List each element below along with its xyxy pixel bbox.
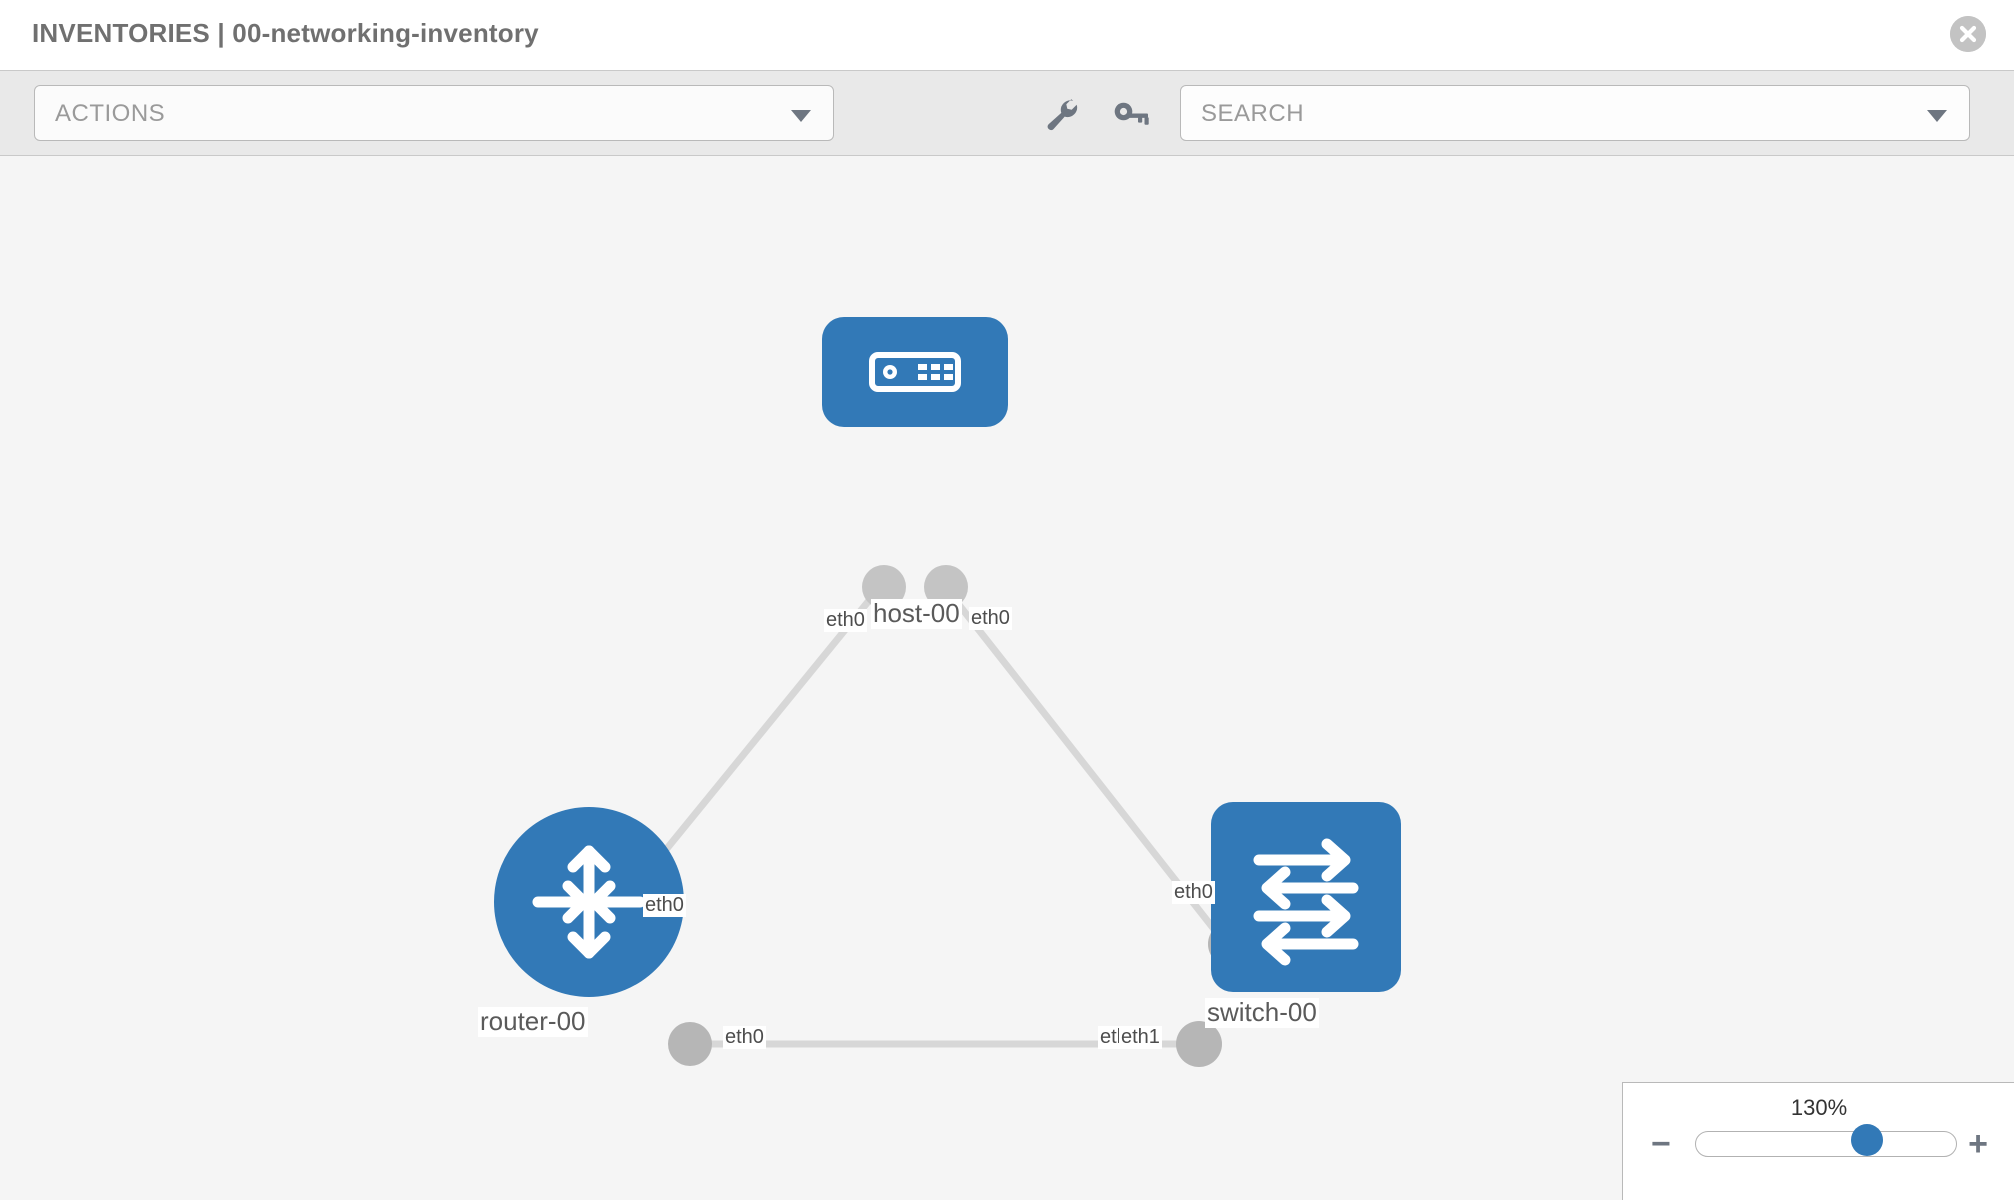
- edge-label-switch-left: eth1: [1119, 1026, 1162, 1049]
- connector-switch-left: [1176, 1021, 1222, 1067]
- node-switch-00-shape: [1211, 802, 1401, 992]
- zoom-level-value: 130%: [1790, 1095, 1848, 1120]
- node-router-00[interactable]: router-00: [478, 807, 684, 1037]
- node-switch-00[interactable]: switch-00: [1205, 802, 1401, 1028]
- connector-host-left: [862, 565, 906, 609]
- connector-host-right: [924, 565, 968, 609]
- zoom-in-button[interactable]: +: [1968, 1125, 1988, 1163]
- search-placeholder: SEARCH: [1201, 100, 1305, 127]
- edge-label-host-left: eth0: [824, 609, 867, 632]
- server-icon: [869, 352, 961, 392]
- wrench-icon[interactable]: [1043, 97, 1085, 133]
- node-switch-00-label: switch-00: [1205, 997, 1319, 1028]
- page-header: INVENTORIES | 00-networking-inventory: [0, 0, 2014, 70]
- actions-dropdown[interactable]: ACTIONS: [34, 85, 834, 141]
- close-icon[interactable]: [1950, 16, 1986, 52]
- zoom-control-panel: 130% − +: [1622, 1082, 2014, 1200]
- toolbar: ACTIONS SEARCH: [0, 70, 2014, 156]
- zoom-out-button[interactable]: −: [1651, 1125, 1671, 1163]
- node-host-00[interactable]: host-00: [822, 317, 1008, 629]
- actions-dropdown-label: ACTIONS: [55, 100, 166, 127]
- search-input[interactable]: SEARCH: [1180, 85, 1970, 141]
- chevron-down-icon: [791, 110, 811, 122]
- key-icon[interactable]: [1110, 97, 1152, 133]
- zoom-slider-track[interactable]: [1695, 1131, 1957, 1157]
- router-arrows-icon: [532, 845, 646, 959]
- node-host-00-shape: [822, 317, 1008, 427]
- chevron-down-icon[interactable]: [1927, 110, 1947, 122]
- zoom-slider-thumb[interactable]: [1851, 1124, 1883, 1156]
- edge-label-router-right: eth0: [723, 1026, 766, 1049]
- topology-links: [657, 565, 1254, 1067]
- node-router-00-label: router-00: [478, 1006, 588, 1037]
- page-title: INVENTORIES | 00-networking-inventory: [32, 18, 539, 48]
- switch-arrows-icon: [1253, 838, 1359, 966]
- topology-canvas[interactable]: host-00: [0, 157, 2014, 1200]
- connector-router-right: [668, 1022, 712, 1066]
- edge-label-router-up: eth0: [643, 894, 686, 917]
- edge-label-switch-up: eth0: [1172, 881, 1215, 904]
- edge-label-host-right: eth0: [969, 607, 1012, 630]
- link-host-router: [657, 584, 883, 860]
- node-host-00-label: host-00: [871, 598, 962, 629]
